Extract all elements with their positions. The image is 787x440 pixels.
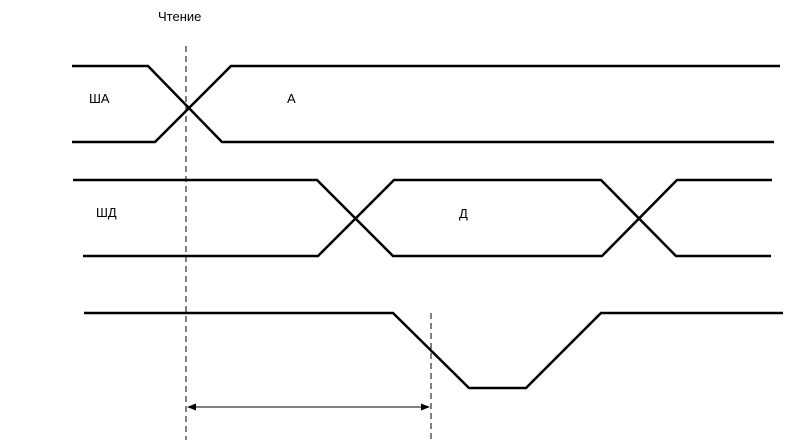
address-bus-label: ША [89,91,110,106]
interval-arrow [187,403,430,411]
address-bus-waveform [72,64,780,144]
interval-arrow-left-head [187,403,196,411]
data-bus-label: ШД [96,205,117,220]
data-bus-waveform [73,178,772,258]
address-bus-value: А [287,91,296,106]
address-bus-upper-line [72,64,774,144]
data-bus-lower-line [83,178,771,258]
address-bus-lower-line [72,64,780,144]
data-bus-value: Д [459,206,468,221]
read-strobe-signal [84,311,783,390]
data-bus-upper-line [73,178,772,258]
read-event-label: Чтение [158,9,201,24]
interval-arrow-right-head [421,403,430,411]
